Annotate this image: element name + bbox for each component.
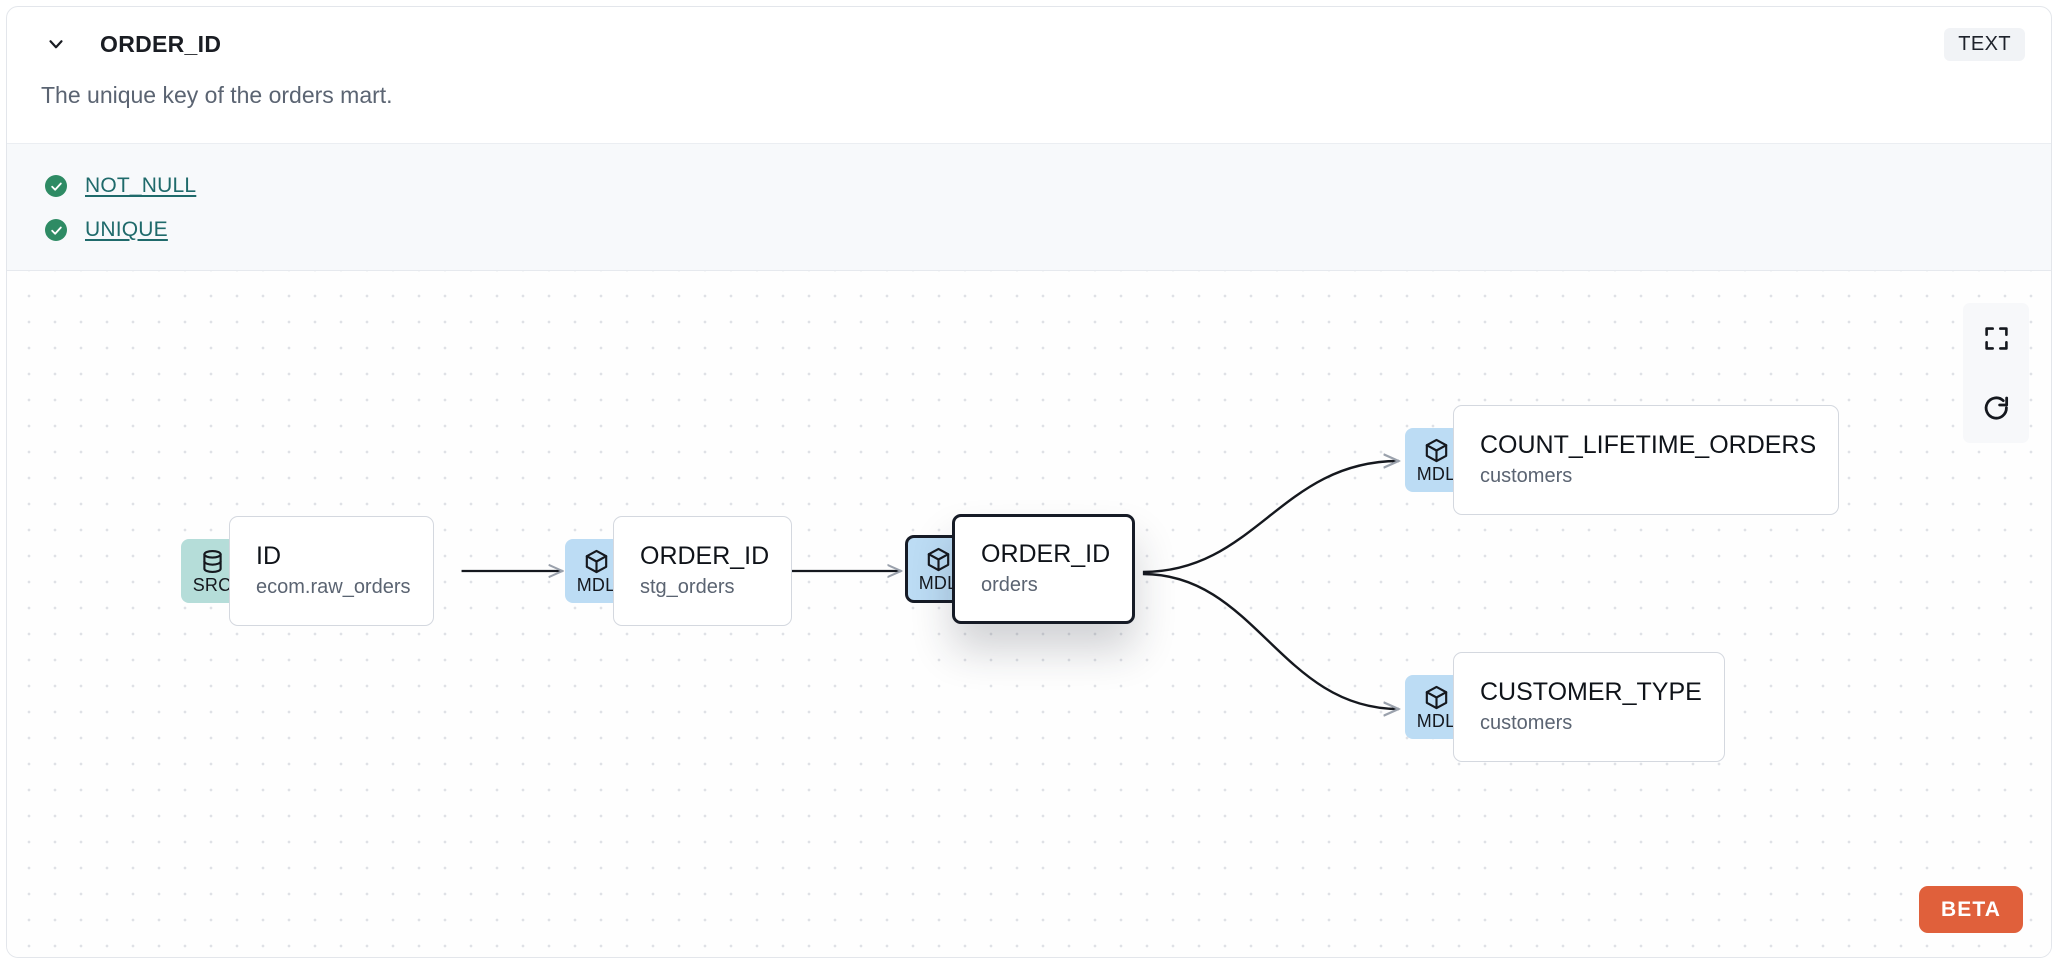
- node-name: COUNT_LIFETIME_ORDERS: [1480, 430, 1817, 459]
- column-detail-card: ORDER_ID TEXT The unique key of the orde…: [6, 6, 2052, 958]
- node-body: ORDER_ID orders: [952, 514, 1136, 624]
- refresh-button[interactable]: [1963, 373, 2029, 443]
- node-name: CUSTOMER_TYPE: [1480, 677, 1702, 706]
- edge-orders-to-count: [1142, 461, 1399, 574]
- test-row: NOT_NULL: [7, 164, 2051, 208]
- fit-view-icon: [1984, 326, 2008, 350]
- canvas-toolbar: [1963, 303, 2029, 443]
- card-header: ORDER_ID TEXT: [7, 7, 2051, 81]
- node-body: COUNT_LIFETIME_ORDERS customers: [1453, 405, 1840, 515]
- node-subtitle: customers: [1480, 712, 1573, 735]
- lineage-node-src-id[interactable]: SRC ID ecom.raw_orders: [181, 516, 434, 626]
- lineage-node-mdl-count-lifetime-orders[interactable]: MDL COUNT_LIFETIME_ORDERS customers: [1405, 405, 1840, 515]
- node-subtitle: customers: [1480, 465, 1573, 488]
- page-title: ORDER_ID: [100, 30, 222, 57]
- node-body: ID ecom.raw_orders: [229, 516, 434, 626]
- cube-icon: [927, 547, 949, 572]
- lineage-node-mdl-orders[interactable]: MDL ORDER_ID orders: [905, 514, 1136, 624]
- chevron-down-icon[interactable]: [41, 29, 71, 59]
- lineage-node-mdl-stg[interactable]: MDL ORDER_ID stg_orders: [565, 516, 793, 626]
- edge-orders-to-customer-type: [1142, 572, 1399, 709]
- node-badge-label: SRC: [192, 575, 232, 595]
- node-badge-label: MDL: [1416, 711, 1456, 731]
- test-link-not-null[interactable]: NOT_NULL: [85, 174, 197, 197]
- node-subtitle: orders: [981, 574, 1038, 597]
- lineage-canvas[interactable]: SRC ID ecom.raw_orders MDL ORDER_ID stg_…: [7, 271, 2051, 957]
- beta-badge[interactable]: BETA: [1918, 886, 2023, 933]
- node-badge-label: MDL: [918, 573, 958, 593]
- cube-icon: [585, 549, 607, 574]
- node-badge-label: MDL: [1416, 464, 1456, 484]
- node-name: ORDER_ID: [981, 539, 1111, 568]
- node-subtitle: ecom.raw_orders: [256, 576, 411, 599]
- tests-section: NOT_NULL UNIQUE: [7, 143, 2051, 271]
- cube-icon: [1425, 685, 1447, 710]
- check-circle-icon: [45, 219, 67, 241]
- node-body: CUSTOMER_TYPE customers: [1453, 652, 1725, 762]
- node-badge-label: MDL: [576, 575, 616, 595]
- node-body: ORDER_ID stg_orders: [613, 516, 793, 626]
- node-name: ORDER_ID: [640, 541, 770, 570]
- type-badge: TEXT: [1944, 27, 2025, 61]
- column-description: The unique key of the orders mart.: [41, 82, 393, 108]
- lineage-node-mdl-customer-type[interactable]: MDL CUSTOMER_TYPE customers: [1405, 652, 1725, 762]
- node-subtitle: stg_orders: [640, 576, 735, 599]
- refresh-icon: [1984, 395, 2008, 419]
- database-icon: [202, 549, 222, 574]
- test-row: UNIQUE: [7, 208, 2051, 252]
- node-name: ID: [256, 541, 281, 570]
- check-circle-icon: [45, 175, 67, 197]
- cube-icon: [1425, 438, 1447, 463]
- test-link-unique[interactable]: UNIQUE: [85, 218, 168, 241]
- fit-view-button[interactable]: [1963, 303, 2029, 373]
